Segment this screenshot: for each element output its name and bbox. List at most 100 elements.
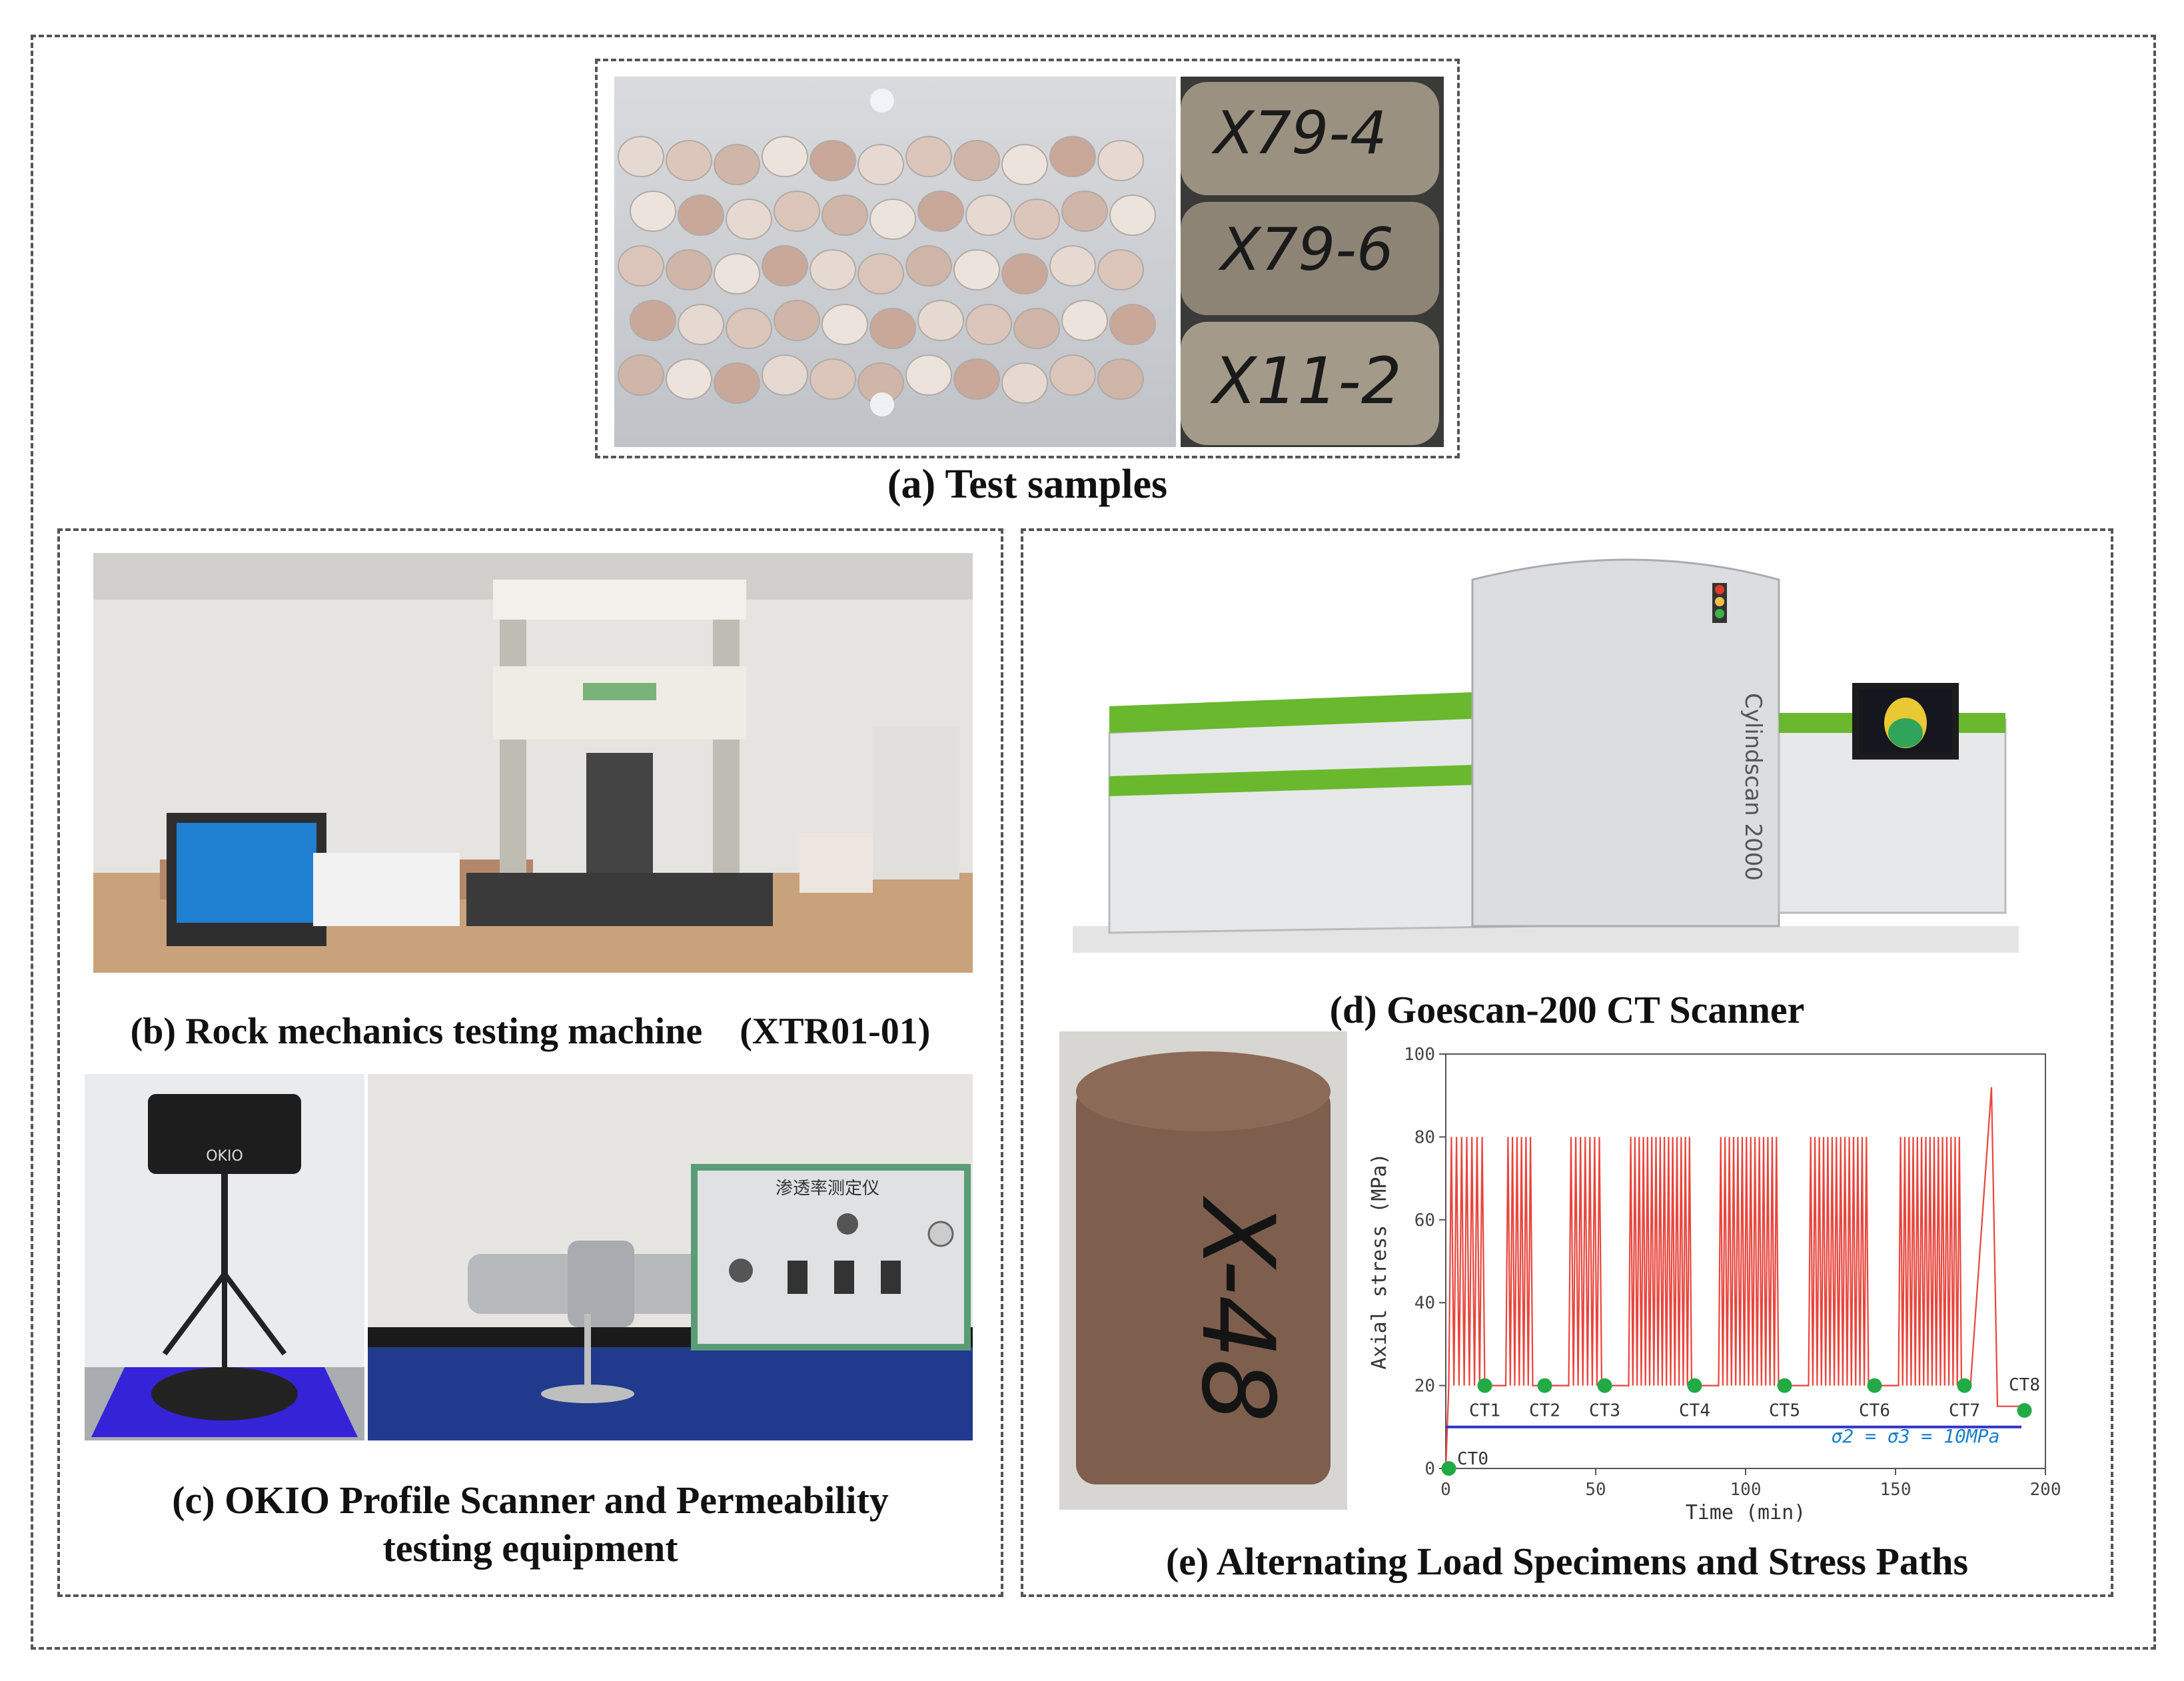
ct-point-label: CT6 — [1859, 1401, 1890, 1421]
sample-bag — [714, 144, 760, 185]
ct-point-label: CT3 — [1589, 1401, 1620, 1421]
y-tick-label: 80 — [1414, 1127, 1435, 1147]
sample-bag — [810, 140, 856, 181]
sample-bag — [905, 136, 952, 177]
sample-bag — [630, 191, 676, 232]
sample-bag — [821, 304, 868, 345]
y-axis-title: Axial stress (MPa) — [1368, 1153, 1391, 1369]
sample-bag — [618, 245, 664, 286]
labelled-samples-photo: X79-4 X79-6 X11-2 — [1181, 77, 1444, 447]
samples-bags-photo — [614, 77, 1176, 447]
ct-point-label: CT0 — [1457, 1449, 1488, 1469]
y-tick-label: 100 — [1404, 1045, 1435, 1065]
specimen-photo: X-48 — [1059, 1031, 1347, 1510]
sample-bag — [1109, 195, 1156, 236]
panel-c-caption-line1: (c) OKIO Profile Scanner and Permeabilit… — [172, 1478, 889, 1522]
x-axis-title: Time (min) — [1686, 1501, 1806, 1524]
sample-bag — [821, 195, 868, 236]
sample-bag — [1097, 249, 1144, 290]
x-tick-label: 200 — [2030, 1480, 2061, 1500]
sample-label-2: X79-6 — [1218, 215, 1394, 284]
specimen-label: X-48 — [1179, 1195, 1295, 1422]
sample-bag — [630, 300, 676, 341]
ct-point-label: CT8 — [2009, 1375, 2040, 1395]
sample-bag — [714, 253, 760, 294]
profile-scanner-photo: OKIO — [85, 1074, 364, 1440]
sample-bag — [810, 249, 856, 290]
ct-point-marker — [1441, 1461, 1456, 1476]
loading-path-line — [1444, 1087, 2021, 1469]
ct-point-label: CT5 — [1769, 1401, 1800, 1421]
ct-point-marker — [1537, 1378, 1552, 1393]
sample-bag — [1061, 191, 1108, 232]
ct-point-label: CT4 — [1679, 1401, 1710, 1421]
ct-point-marker — [1867, 1378, 1882, 1393]
sample-bag — [714, 362, 760, 404]
sample-bag — [678, 195, 724, 236]
sample-bag — [1013, 199, 1060, 240]
panel-b-caption: (b) Rock mechanics testing machine (XTR0… — [130, 1011, 931, 1052]
sample-bag — [869, 308, 916, 349]
sample-bag — [1097, 358, 1144, 400]
permeability-equipment-photo: 渗透率测定仪 — [368, 1074, 973, 1440]
sample-bag — [905, 245, 952, 286]
ct-point-marker — [1957, 1378, 1972, 1393]
sample-bag — [965, 195, 1012, 236]
sample-bag — [726, 199, 772, 240]
y-tick-label: 0 — [1424, 1459, 1435, 1479]
sample-bag — [774, 191, 820, 232]
sample-bag — [1061, 300, 1108, 341]
panel-a-caption: (a) Test samples — [887, 462, 1168, 507]
x-tick-label: 0 — [1440, 1480, 1451, 1500]
confining-annotation: σ2 = σ3 = 10MPa — [1832, 1425, 2000, 1447]
sample-bag — [666, 249, 712, 290]
x-tick-label: 50 — [1585, 1480, 1606, 1500]
sample-bag — [1049, 136, 1096, 177]
sample-bag — [726, 308, 772, 349]
sample-bag — [1013, 308, 1060, 349]
y-tick-label: 40 — [1414, 1293, 1435, 1313]
sample-bag — [678, 304, 724, 345]
sample-bag — [869, 199, 916, 240]
panel-a-frame — [595, 59, 1460, 458]
sample-bag — [1001, 144, 1048, 185]
panel-de-frame — [1021, 528, 2113, 1597]
ct-point-marker — [1477, 1378, 1492, 1393]
sample-bag — [1049, 245, 1096, 286]
panel-d-caption: (d) Goescan-200 CT Scanner — [1329, 988, 1805, 1031]
panel-c-caption-line2: testing equipment — [382, 1526, 678, 1570]
sample-bag — [917, 191, 964, 232]
sample-bag — [762, 245, 808, 286]
ct-point-label: CT2 — [1529, 1401, 1560, 1421]
ct-point-label: CT1 — [1469, 1401, 1500, 1421]
sample-bag — [774, 300, 820, 341]
ct-point-marker — [1597, 1378, 1612, 1393]
sample-bag — [1049, 354, 1096, 396]
x-tick-label: 150 — [1880, 1480, 1911, 1500]
sample-bag — [666, 358, 712, 400]
sample-bag — [953, 358, 1000, 400]
panel-bc-frame — [57, 528, 1003, 1597]
scanner-brand-text: Cylindscan 2000 — [1740, 693, 1766, 881]
outer-frame — [31, 35, 2156, 1650]
sample-bag — [953, 249, 1000, 290]
sample-bag — [953, 140, 1000, 181]
sample-bag — [1001, 362, 1048, 404]
sample-bag — [1001, 253, 1048, 294]
sample-bag — [810, 358, 856, 400]
sample-bag — [618, 136, 664, 177]
y-tick-label: 20 — [1414, 1377, 1435, 1397]
x-tick-label: 100 — [1730, 1480, 1762, 1500]
ct-scanner-photo: Cylindscan 2000 — [1073, 553, 2052, 973]
sample-bag — [666, 140, 712, 181]
stress-path-chart: 0 20 40 60 80 100 0 50 100 150 200 Axial stress (M… — [1359, 1039, 2099, 1532]
sample-bag — [965, 304, 1012, 345]
ct-point-marker — [2017, 1402, 2032, 1418]
sample-bag — [618, 354, 664, 396]
sample-bag — [905, 354, 952, 396]
device-panel-label: 渗透率测定仪 — [776, 1179, 879, 1199]
sample-bag — [762, 354, 808, 396]
sample-label-3: X11-2 — [1209, 344, 1402, 418]
sample-bag — [917, 300, 964, 341]
y-tick-label: 60 — [1414, 1211, 1435, 1231]
